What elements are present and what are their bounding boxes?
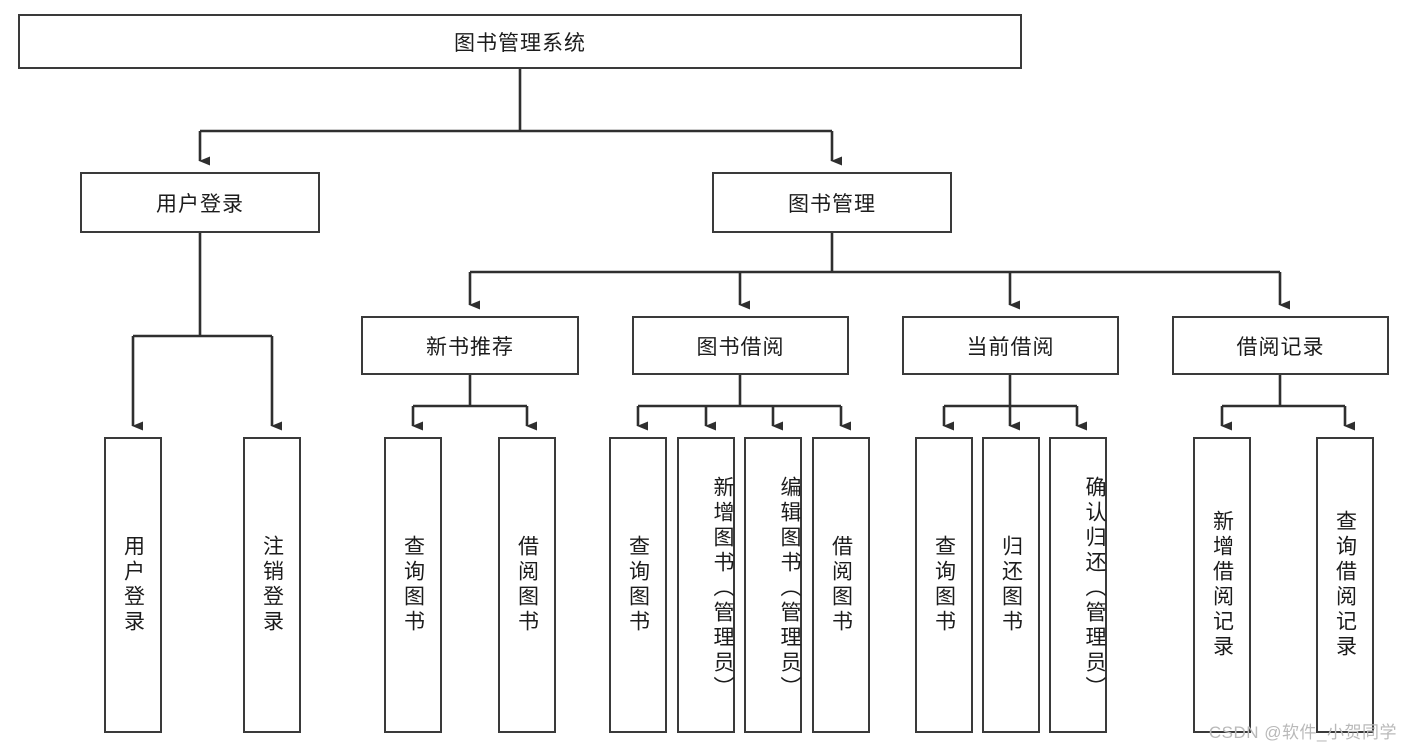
- leaf-user-login[interactable]: 用户登录: [104, 437, 162, 733]
- leaf-query-book-recommend[interactable]: 查询图书: [384, 437, 442, 733]
- watermark-text: CSDN @软件_小贺同学: [1208, 723, 1397, 742]
- leaf-query-book-current[interactable]: 查询图书: [915, 437, 973, 733]
- leaf-query-book-borrow[interactable]: 查询图书: [609, 437, 667, 733]
- leaf-confirm-return-admin[interactable]: 确认归还（管理员）: [1049, 437, 1107, 733]
- node-user-login[interactable]: 用户登录: [80, 172, 320, 233]
- leaf-add-book-admin[interactable]: 新增图书（管理员）: [677, 437, 735, 733]
- node-book-management[interactable]: 图书管理: [712, 172, 952, 233]
- leaf-borrow-book-recommend[interactable]: 借阅图书: [498, 437, 556, 733]
- leaf-return-book[interactable]: 归还图书: [982, 437, 1040, 733]
- node-root-book-management-system[interactable]: 图书管理系统: [18, 14, 1022, 69]
- node-new-book-recommend[interactable]: 新书推荐: [361, 316, 579, 375]
- node-current-borrow[interactable]: 当前借阅: [902, 316, 1119, 375]
- node-book-borrow[interactable]: 图书借阅: [632, 316, 849, 375]
- leaf-edit-book-admin[interactable]: 编辑图书（管理员）: [744, 437, 802, 733]
- leaf-query-borrow-record[interactable]: 查询借阅记录: [1316, 437, 1374, 733]
- node-borrow-record[interactable]: 借阅记录: [1172, 316, 1389, 375]
- leaf-borrow-book[interactable]: 借阅图书: [812, 437, 870, 733]
- leaf-user-logout[interactable]: 注销登录: [243, 437, 301, 733]
- leaf-add-borrow-record[interactable]: 新增借阅记录: [1193, 437, 1251, 733]
